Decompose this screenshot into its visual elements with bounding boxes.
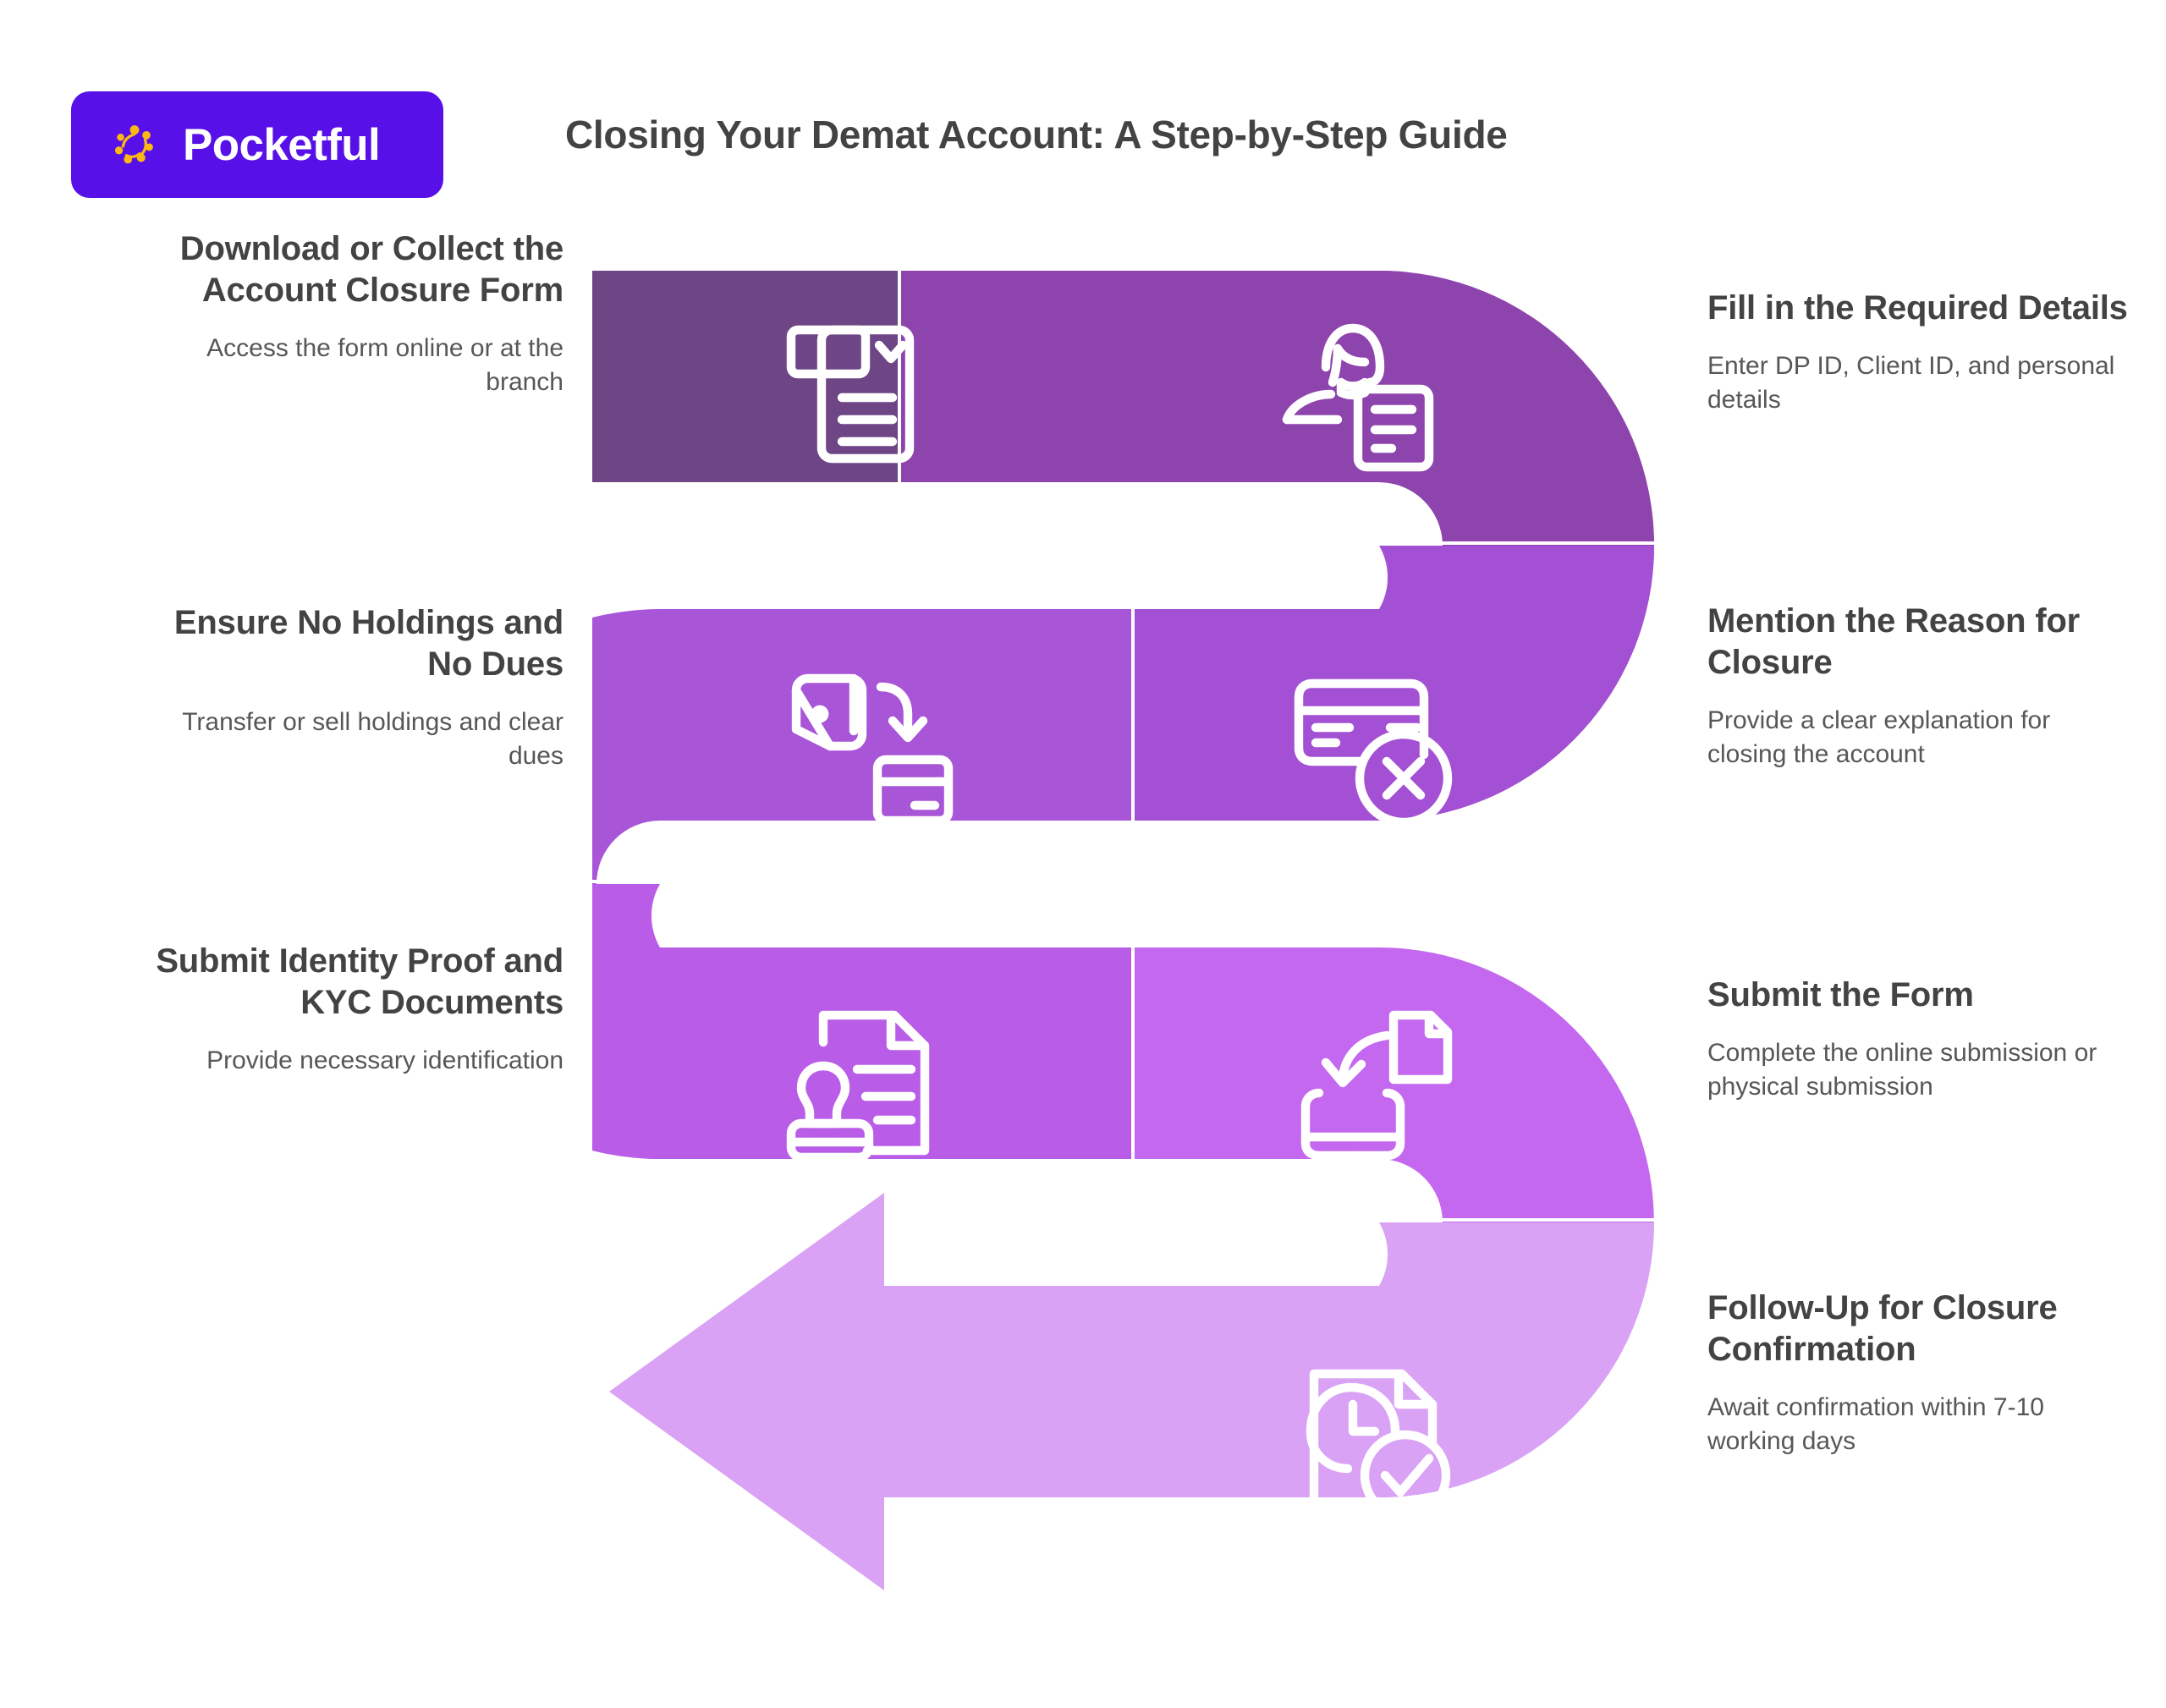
brand-logo-badge[interactable]: Pocketful bbox=[71, 91, 443, 198]
step-title-5: Submit Identity Proof and KYC Documents bbox=[156, 942, 563, 1021]
step-title-6: Submit the Form bbox=[1707, 976, 1974, 1013]
step-label-1: Download or Collect the Account Closure … bbox=[140, 228, 563, 399]
step-description-3: Provide a clear explanation for closing … bbox=[1707, 706, 2051, 768]
pocketful-starburst-icon bbox=[108, 118, 161, 171]
step-description-2: Enter DP ID, Client ID, and personal det… bbox=[1707, 351, 2115, 414]
step-label-6: Submit the Form Complete the online subm… bbox=[1707, 975, 2130, 1104]
flow-arrow-tail-top bbox=[880, 1286, 1138, 1497]
step-description-1: Access the form online or at the branch bbox=[206, 333, 563, 396]
flow-segment-1 bbox=[592, 271, 899, 482]
brand-name: Pocketful bbox=[183, 119, 381, 170]
ribbon-gap-1 bbox=[592, 482, 1375, 609]
step-title-3: Mention the Reason for Closure bbox=[1707, 602, 2081, 681]
step-title-1: Download or Collect the Account Closure … bbox=[179, 230, 563, 309]
step-label-3: Mention the Reason for Closure Provide a… bbox=[1707, 601, 2130, 772]
flow-segment-7-bend bbox=[1134, 1222, 1654, 1497]
page-title: Closing Your Demat Account: A Step-by-St… bbox=[565, 113, 1508, 157]
step-description-4: Transfer or sell holdings and clear dues bbox=[182, 707, 563, 770]
process-flow-ribbon bbox=[592, 271, 1658, 1599]
step-description-6: Complete the online submission or physic… bbox=[1707, 1038, 2097, 1101]
step-description-5: Provide necessary identification bbox=[206, 1046, 563, 1074]
step-title-7: Follow-Up for Closure Confirmation bbox=[1707, 1289, 2058, 1368]
step-description-7: Await confirmation within 7-10 working d… bbox=[1707, 1392, 2044, 1455]
ribbon-trim-bottom bbox=[592, 1502, 1658, 1599]
step-title-4: Ensure No Holdings and No Dues bbox=[173, 604, 563, 683]
step-label-5: Submit Identity Proof and KYC Documents … bbox=[140, 941, 563, 1078]
flow-arrow-head-top bbox=[609, 1193, 884, 1590]
ribbon-trim-right-top bbox=[1655, 271, 1658, 1599]
step-label-7: Follow-Up for Closure Confirmation Await… bbox=[1707, 1288, 2130, 1458]
step-label-4: Ensure No Holdings and No Dues Transfer … bbox=[140, 602, 563, 773]
ribbon-gap-2 bbox=[876, 821, 1658, 947]
step-label-2: Fill in the Required Details Enter DP ID… bbox=[1707, 288, 2130, 417]
step-title-2: Fill in the Required Details bbox=[1707, 289, 2128, 327]
